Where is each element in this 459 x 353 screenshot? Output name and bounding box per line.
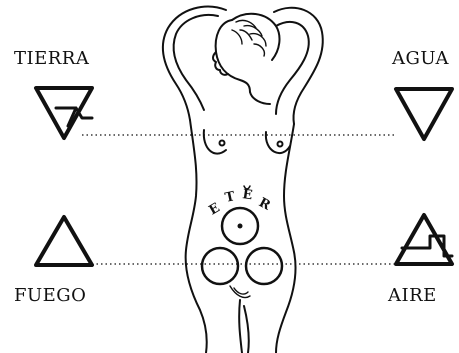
- fire-triangle-icon: [36, 217, 92, 265]
- lower-right-circle-icon: [246, 248, 282, 284]
- water-triangle-icon: [396, 89, 452, 139]
- label-aire: AIRE: [387, 285, 437, 306]
- eter-letter-2: T: [224, 189, 237, 206]
- lower-left-circle-icon: [202, 248, 238, 284]
- eter-letter-3: E: [241, 187, 253, 203]
- label-tierra: TIERRA: [14, 48, 90, 69]
- eter-letter-1: E: [207, 200, 223, 218]
- earth-triangle-icon: [36, 88, 92, 138]
- female-figure: [163, 7, 323, 353]
- ether-circle-icon: [222, 208, 258, 244]
- label-fuego: FUEGO: [14, 285, 86, 306]
- eter-label: E T E R: [207, 187, 273, 218]
- lower-circles: [202, 248, 282, 284]
- air-triangle-icon: [396, 215, 452, 264]
- label-agua: AGUA: [391, 48, 449, 69]
- eter-letter-4: R: [256, 195, 273, 213]
